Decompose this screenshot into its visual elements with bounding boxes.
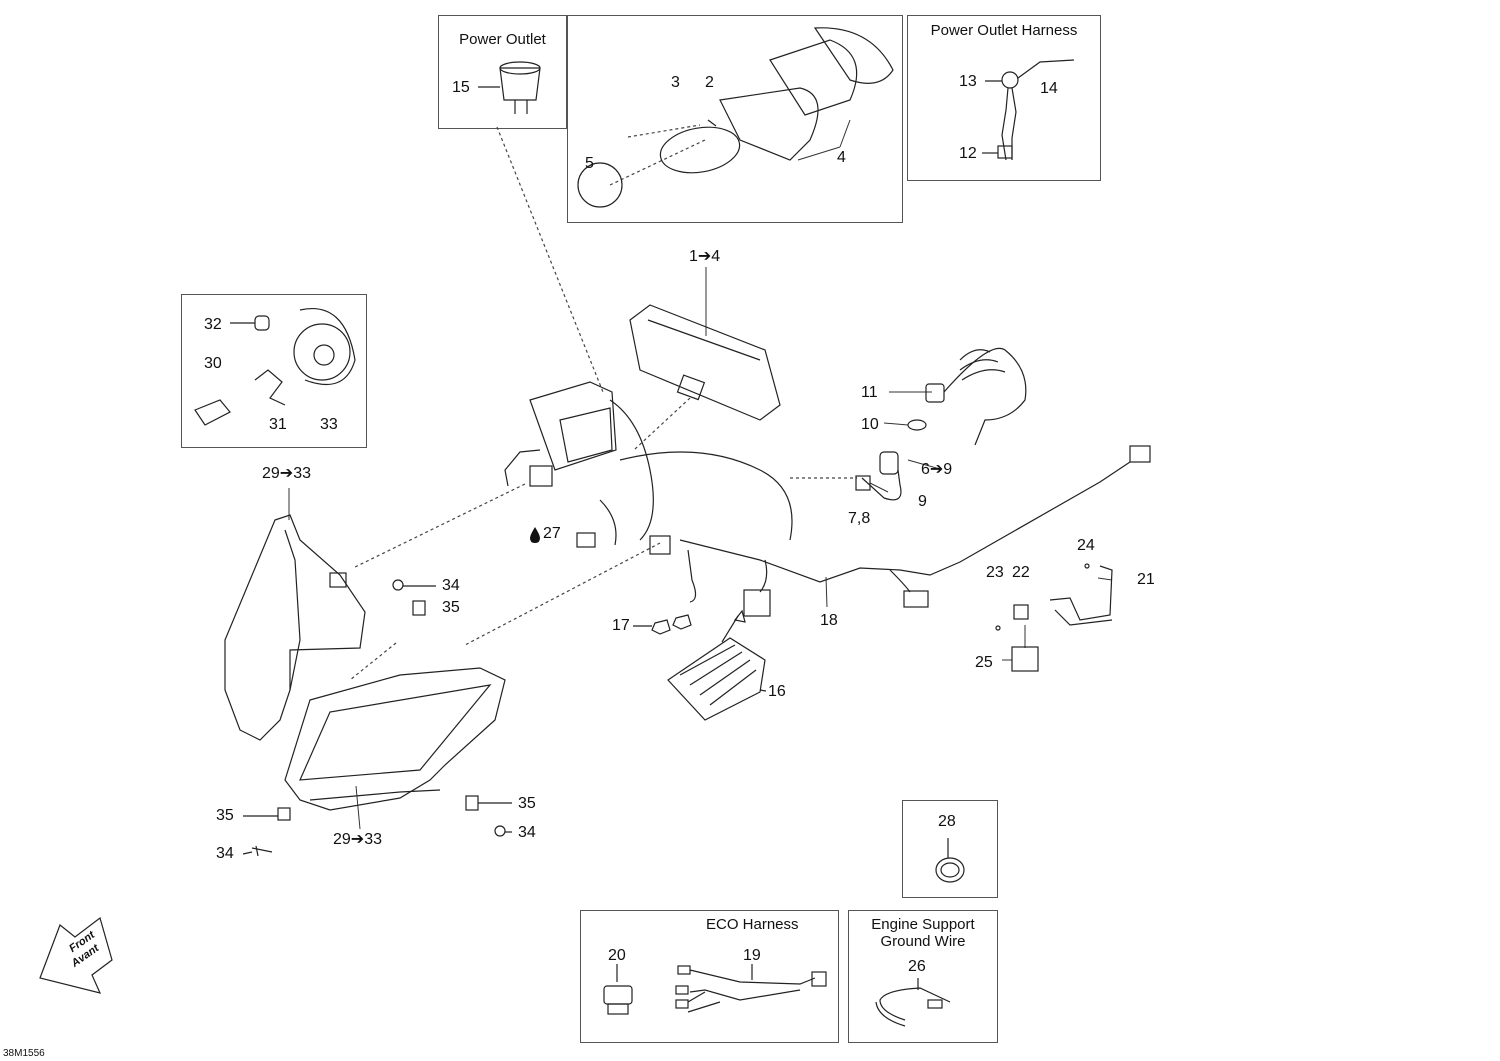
ground-wire-part [875,978,951,1027]
callout-16: 16 [768,683,786,700]
callout-7-8: 7,8 [848,510,871,527]
safety-lanyard [855,347,1027,501]
callout-11: 11 [861,384,878,401]
bracket-assembly [995,563,1113,672]
callout-4: 4 [837,149,846,166]
oil-drop-icon [530,527,540,543]
callout-29-33-bottom: 29➔33 [333,831,382,848]
callout-28: 28 [938,813,956,830]
part-28-box [902,800,998,898]
callout-20: 20 [608,947,626,964]
engine-support-ground-wire-box: Engine Support Ground Wire [848,910,998,1043]
headlamp-right [284,667,506,811]
clamp-28 [935,838,965,883]
nuts-17 [633,614,692,635]
headlamp-left [224,514,366,741]
callout-9: 9 [918,493,927,510]
callout-10: 10 [861,416,879,433]
main-wiring-harness [504,381,1151,617]
callout-22: 22 [1012,564,1030,581]
callout-6-9: 6➔9 [921,461,953,478]
callout-35-a: 35 [442,599,460,616]
callout-34-b: 34 [216,845,234,862]
power-outlet-box: Power Outlet [438,15,567,129]
callout-35-b: 35 [216,807,234,824]
headlamp-small-parts [194,308,356,426]
eco-harness-box: ECO Harness [580,910,839,1043]
power-outlet-harness-title: Power Outlet Harness [930,22,1078,39]
callout-2: 2 [705,74,714,91]
callout-21: 21 [1137,571,1155,588]
callout-29-33-top: 29➔33 [262,465,311,482]
front-arrow-icon [39,916,113,994]
callout-17: 17 [612,617,630,634]
clips-and-screws [242,579,512,857]
callout-13: 13 [959,73,977,90]
power-outlet-title: Power Outlet [459,31,546,48]
callout-27: 27 [543,525,561,542]
gauge-cluster-part [577,27,894,208]
callout-3: 3 [671,74,680,91]
callout-5: 5 [585,155,594,172]
power-outlet-harness-part [982,59,1075,161]
switch-20 [603,964,633,1015]
callout-24: 24 [1077,537,1095,554]
callout-32: 32 [204,316,222,333]
power-outlet-part [478,61,541,114]
power-outlet-harness-box: Power Outlet Harness [907,15,1101,181]
callout-33: 33 [320,416,338,433]
callout-1-4: 1➔4 [689,248,721,265]
drawing-code: 38M1556 [3,1048,45,1059]
callout-15: 15 [452,79,470,96]
callout-19: 19 [743,947,761,964]
gauge-assembly [629,304,781,421]
callout-12: 12 [959,145,977,162]
callout-18: 18 [820,612,838,629]
callout-34-a: 34 [442,577,460,594]
headlamp-parts-box [181,294,367,448]
engine-support-title-line1: Engine Support [871,916,975,933]
voltage-regulator [667,609,767,721]
callout-14: 14 [1040,80,1058,97]
callout-30: 30 [204,355,222,372]
eco-harness-title: ECO Harness [706,916,799,933]
callout-23: 23 [986,564,1004,581]
callout-31: 31 [269,416,287,433]
eco-harness-part [675,964,827,1013]
callout-35-c: 35 [518,795,536,812]
callout-25: 25 [975,654,993,671]
callout-34-c: 34 [518,824,536,841]
engine-support-title-line2: Ground Wire [880,933,966,950]
callout-26: 26 [908,958,926,975]
